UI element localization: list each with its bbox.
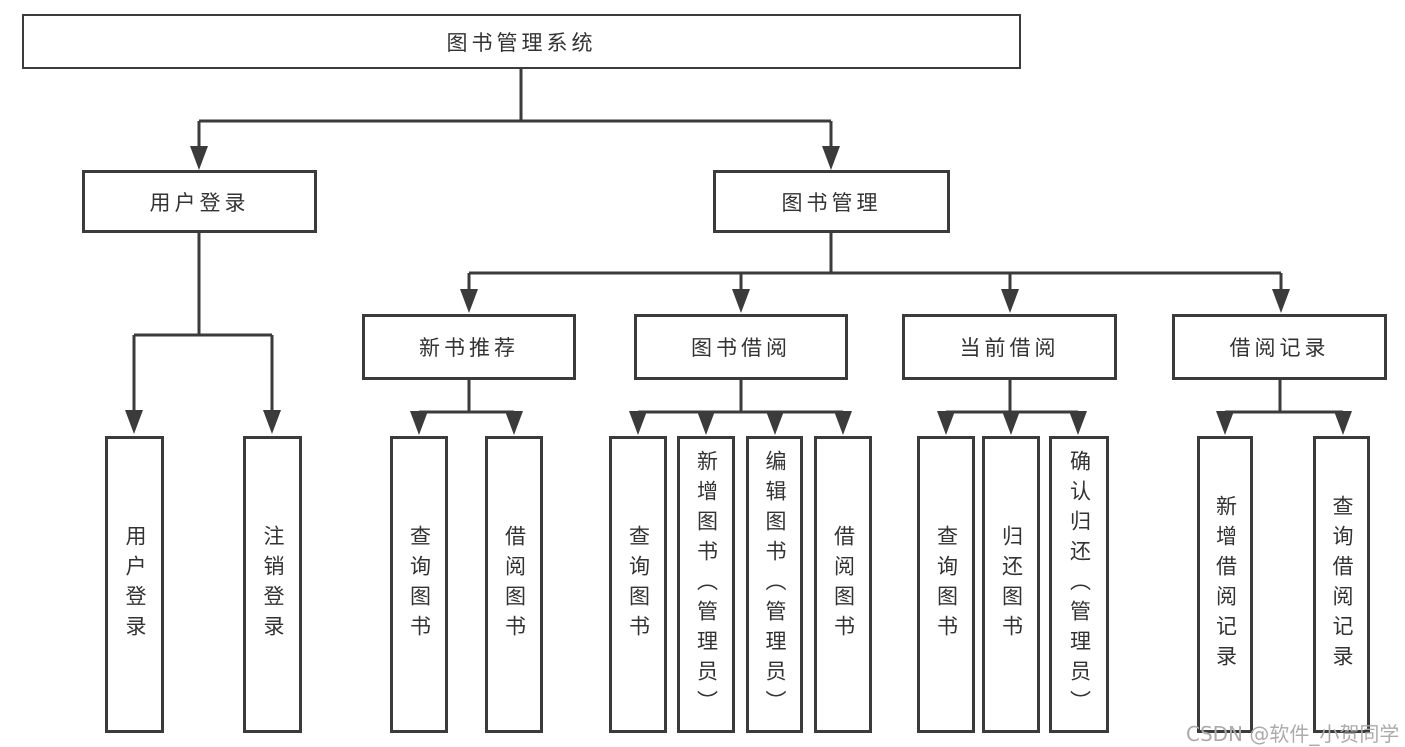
leaf-confirm-return-admin: 确认归还（管理员）	[1049, 436, 1109, 733]
node-new-book-recommend: 新书推荐	[362, 314, 576, 380]
leaf-add-book-admin: 新增图书（管理员）	[677, 436, 735, 733]
node-current-borrow: 当前借阅	[902, 314, 1117, 380]
node-label: 图书管理系统	[446, 30, 597, 55]
leaf-logout: 注销登录	[243, 436, 302, 733]
node-label: 图书管理	[781, 190, 882, 215]
node-label: 借阅记录	[1229, 336, 1330, 360]
leaf-borrow-books-1: 借阅图书	[485, 436, 543, 733]
node-label: 当前借阅	[959, 336, 1060, 360]
node-label: 借阅图书	[502, 524, 527, 645]
leaf-query-books-3: 查询图书	[917, 436, 975, 733]
node-label: 查询图书	[407, 524, 432, 645]
node-label: 归还图书	[999, 524, 1024, 645]
node-label: 新增借阅记录	[1213, 494, 1238, 675]
node-label: 新书推荐	[419, 336, 519, 360]
leaf-query-borrow-record: 查询借阅记录	[1313, 436, 1370, 733]
node-user-login: 用户登录	[82, 170, 317, 233]
watermark: CSDN @软件_小贺同学	[1186, 722, 1400, 746]
node-label: 用户登录	[149, 190, 250, 215]
leaf-user-login: 用户登录	[105, 436, 164, 733]
node-book-borrow: 图书借阅	[634, 314, 848, 380]
arrow-heads	[125, 146, 1352, 435]
leaf-add-borrow-record: 新增借阅记录	[1197, 436, 1253, 733]
node-library-system: 图书管理系统	[22, 14, 1021, 69]
node-label: 注销登录	[261, 524, 285, 645]
leaf-return-book: 归还图书	[982, 436, 1040, 733]
leaf-edit-book-admin: 编辑图书（管理员）	[746, 436, 803, 733]
node-book-management: 图书管理	[713, 170, 950, 233]
connector-paths	[132, 69, 1343, 414]
leaf-query-books-2: 查询图书	[609, 436, 667, 733]
node-label: 编辑图书（管理员）	[763, 449, 787, 720]
node-label: 确认归还（管理员）	[1067, 449, 1092, 720]
node-label: 图书借阅	[691, 336, 791, 360]
node-label: 新增图书（管理员）	[694, 449, 719, 720]
node-borrow-records: 借阅记录	[1172, 314, 1387, 380]
node-label: 查询图书	[626, 524, 651, 645]
node-label: 查询借阅记录	[1330, 494, 1354, 675]
leaf-query-books-1: 查询图书	[390, 436, 448, 733]
node-label: 用户登录	[123, 524, 147, 645]
node-label: 借阅图书	[831, 524, 856, 645]
node-label: 查询图书	[934, 524, 959, 645]
leaf-borrow-books-2: 借阅图书	[814, 436, 872, 733]
